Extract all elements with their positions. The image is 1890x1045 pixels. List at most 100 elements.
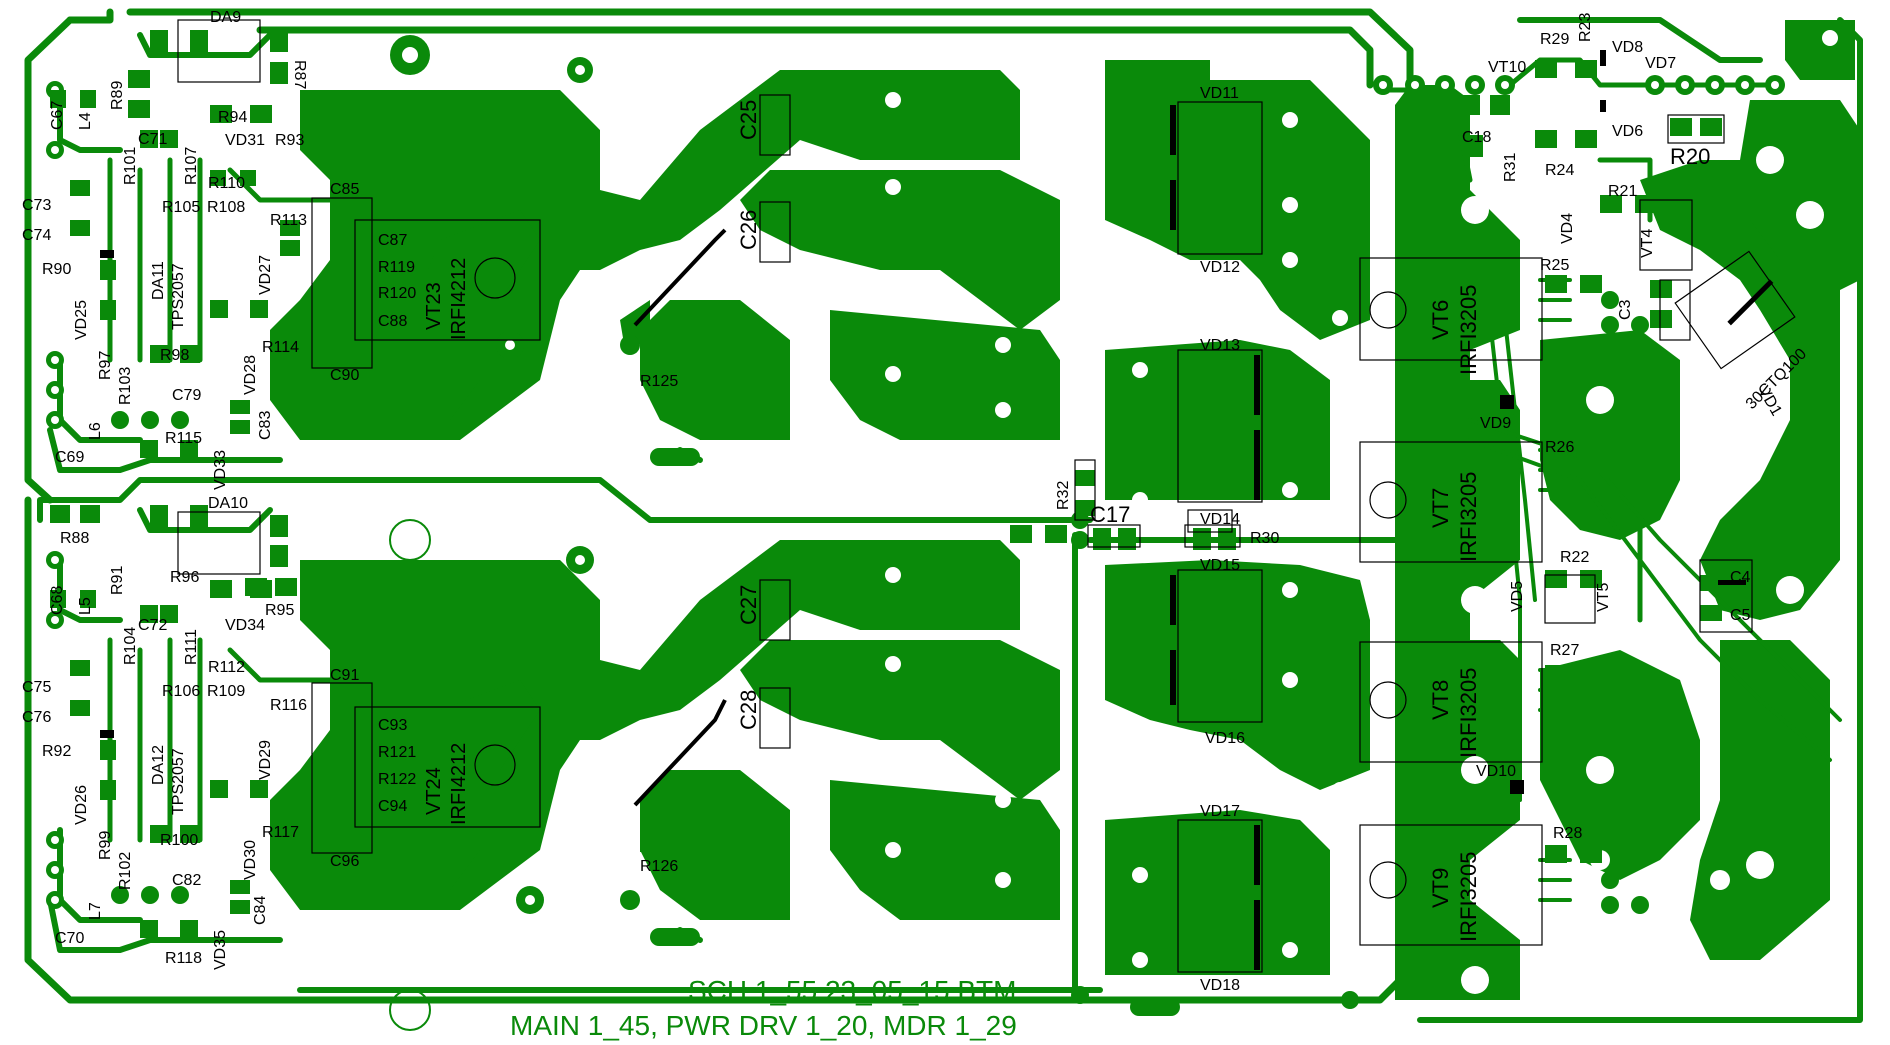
label-R117: R117 bbox=[262, 824, 299, 841]
label-R103: R103 bbox=[117, 367, 134, 405]
label-C87: C87 bbox=[378, 232, 407, 249]
label-VD29: VD29 bbox=[257, 740, 274, 780]
label-VD15: VD15 bbox=[1200, 557, 1240, 574]
label-R93: R93 bbox=[275, 132, 304, 149]
label-R96: R96 bbox=[170, 569, 199, 586]
label-C17: C17 bbox=[1090, 502, 1130, 527]
label-C69: C69 bbox=[55, 449, 84, 466]
label-IRFI3205-2: IRFI3205 bbox=[1456, 472, 1481, 563]
label-C76: C76 bbox=[22, 709, 51, 726]
label-R26: R26 bbox=[1545, 439, 1574, 456]
label-R87: R87 bbox=[291, 60, 308, 89]
label-R29: R29 bbox=[1540, 31, 1569, 48]
label-VD17: VD17 bbox=[1200, 803, 1240, 820]
label-VT9: VT9 bbox=[1428, 868, 1453, 908]
label-C72: C72 bbox=[138, 617, 167, 634]
label-R125: R125 bbox=[640, 373, 678, 390]
label-VT8: VT8 bbox=[1428, 680, 1453, 720]
label-L7: L7 bbox=[87, 902, 104, 920]
label-R107: R107 bbox=[183, 147, 200, 185]
label-VD16: VD16 bbox=[1205, 730, 1245, 747]
label-R24: R24 bbox=[1545, 162, 1574, 179]
label-VD11: VD11 bbox=[1200, 85, 1239, 102]
label-VT24: VT24 bbox=[423, 767, 445, 815]
label-VD30: VD30 bbox=[242, 840, 259, 880]
label-VD18: VD18 bbox=[1200, 977, 1240, 994]
label-C18: C18 bbox=[1462, 129, 1491, 146]
component-labels: DA9 R87 R89 C67 L4 C71 R101 R107 R94 R93… bbox=[22, 9, 1810, 994]
label-VD12: VD12 bbox=[1200, 259, 1240, 276]
label-R88: R88 bbox=[60, 530, 89, 547]
label-C26: C26 bbox=[736, 210, 761, 250]
label-C79: C79 bbox=[172, 387, 201, 404]
label-C82: C82 bbox=[172, 872, 201, 889]
label-C4: C4 bbox=[1730, 569, 1751, 586]
label-IRFI3205-4: IRFI3205 bbox=[1456, 852, 1481, 943]
label-C3: C3 bbox=[1617, 299, 1634, 320]
label-R113: R113 bbox=[270, 212, 307, 229]
label-VD8: VD8 bbox=[1612, 39, 1643, 56]
label-R122: R122 bbox=[378, 771, 416, 788]
silk-outlines bbox=[177, 19, 1796, 973]
label-VD9: VD9 bbox=[1480, 415, 1511, 432]
revision-info: SCH 1_55 23_05_15 BTM MAIN 1_45, PWR DRV… bbox=[510, 975, 1017, 1041]
label-DA11: DA11 bbox=[150, 261, 167, 300]
label-VD6: VD6 bbox=[1612, 123, 1643, 140]
label-R94: R94 bbox=[218, 109, 247, 126]
mounting-holes bbox=[885, 30, 1838, 994]
label-R102: R102 bbox=[117, 852, 134, 890]
th-pads bbox=[46, 35, 1785, 1031]
label-R108: R108 bbox=[207, 199, 245, 216]
label-C91: C91 bbox=[330, 667, 359, 684]
label-C96: C96 bbox=[330, 853, 359, 870]
label-DA10: DA10 bbox=[208, 495, 248, 512]
label-C27: C27 bbox=[736, 585, 761, 625]
revision-line-1: SCH 1_55 23_05_15 BTM bbox=[688, 975, 1016, 1006]
label-C28: C28 bbox=[736, 690, 761, 730]
label-R20: R20 bbox=[1670, 144, 1710, 169]
label-VD26: VD26 bbox=[73, 785, 90, 825]
label-IRFI3205-3: IRFI3205 bbox=[1456, 668, 1481, 759]
label-TPS2057-bottom: TPS2057 bbox=[170, 748, 187, 815]
label-L5: L5 bbox=[77, 597, 94, 615]
label-VT7: VT7 bbox=[1428, 488, 1453, 528]
label-R116: R116 bbox=[270, 697, 307, 714]
label-R119: R119 bbox=[378, 259, 415, 276]
label-VD35: VD35 bbox=[212, 930, 229, 970]
diode-pours bbox=[1105, 60, 1370, 975]
label-R115: R115 bbox=[165, 430, 202, 447]
label-VD4: VD4 bbox=[1559, 213, 1576, 244]
label-R90: R90 bbox=[42, 261, 71, 278]
label-VD27: VD27 bbox=[257, 255, 274, 295]
label-R100: R100 bbox=[160, 832, 198, 849]
label-R104: R104 bbox=[122, 627, 139, 665]
label-IRFI4212-bottom: IRFI4212 bbox=[448, 743, 470, 825]
label-C93: C93 bbox=[378, 717, 407, 734]
label-C85: C85 bbox=[330, 181, 359, 198]
label-R89: R89 bbox=[109, 81, 126, 110]
label-C75: C75 bbox=[22, 679, 51, 696]
label-C71: C71 bbox=[138, 131, 167, 148]
label-R22: R22 bbox=[1560, 549, 1589, 566]
label-VD34: VD34 bbox=[225, 617, 265, 634]
label-R126: R126 bbox=[640, 858, 678, 875]
label-R28: R28 bbox=[1553, 825, 1582, 842]
label-DA9: DA9 bbox=[210, 9, 241, 26]
label-R31: R31 bbox=[1502, 153, 1519, 182]
upper-driver-copper bbox=[270, 70, 1060, 440]
label-VD14: VD14 bbox=[1200, 511, 1240, 528]
label-R118: R118 bbox=[165, 950, 202, 967]
label-R99: R99 bbox=[97, 831, 114, 860]
label-R105: R105 bbox=[162, 199, 200, 216]
label-R91: R91 bbox=[109, 566, 126, 595]
label-C83: C83 bbox=[257, 411, 274, 440]
label-TPS2057-top: TPS2057 bbox=[170, 263, 187, 330]
label-VD31: VD31 bbox=[225, 132, 265, 149]
label-C84: C84 bbox=[252, 896, 269, 925]
label-VD7: VD7 bbox=[1645, 55, 1676, 72]
label-R111: R111 bbox=[183, 629, 200, 665]
label-R110: R110 bbox=[208, 175, 245, 192]
label-R27: R27 bbox=[1550, 642, 1579, 659]
label-C88: C88 bbox=[378, 313, 407, 330]
